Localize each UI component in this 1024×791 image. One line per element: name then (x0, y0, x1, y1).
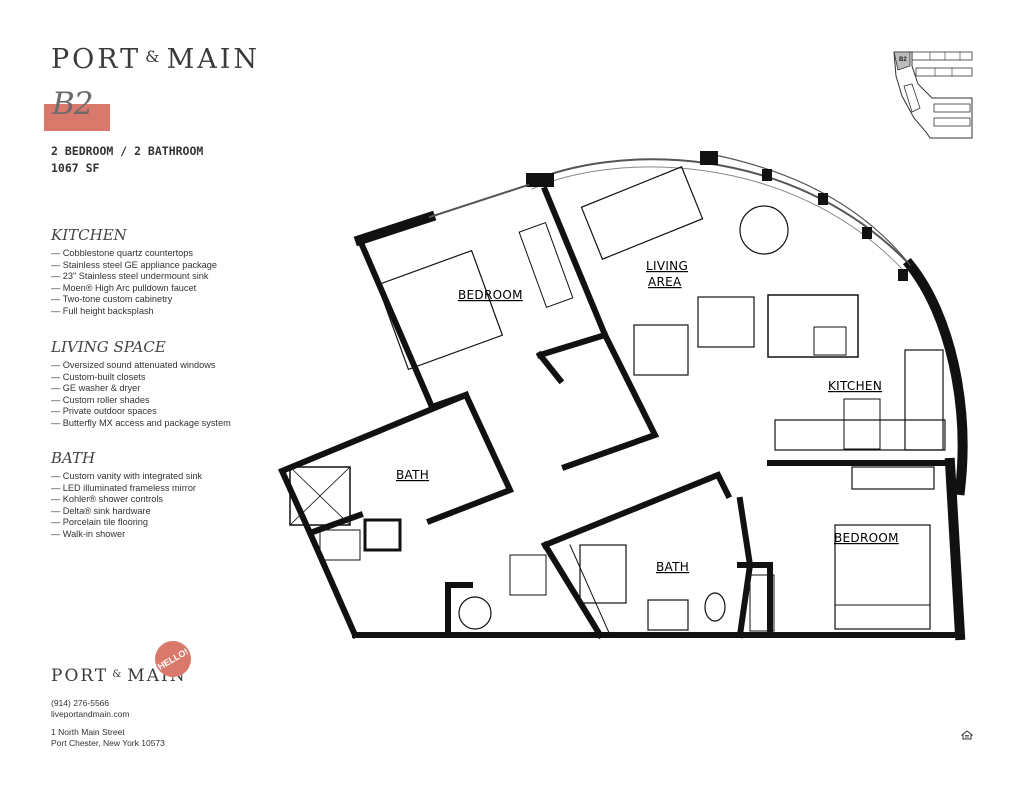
room-label-bath-2: BATH (656, 560, 689, 574)
key-plan-unit-label: B2 (899, 57, 907, 63)
room-label-kitchen: KITCHEN (828, 379, 882, 393)
room-label-bath-1: BATH (396, 468, 429, 482)
feature-item: — GE washer & dryer (51, 383, 141, 394)
section-title: KITCHEN (51, 226, 127, 244)
feature-item: — Stainless steel GE appliance package (51, 259, 217, 270)
unit-code: B2 (52, 86, 94, 122)
room-label-living: LIVING (646, 259, 688, 273)
brand-ampersand: & (145, 47, 163, 67)
floor-plan: BEDROOM LIVING AREA KITCHEN BATH BATH BE… (277, 151, 968, 641)
section-title: BATH (51, 449, 96, 467)
feature-item: — Delta® sink hardware (51, 505, 151, 516)
feature-item: — Cobblestone quartz countertops (51, 248, 193, 258)
feature-item: — Two-tone custom cabinetry (51, 294, 173, 305)
contact-phone[interactable]: (914) 276-5566 (51, 698, 110, 708)
brand-word-port: PORT (51, 44, 142, 75)
unit-summary: 2 BEDROOM / 2 BATHROOM 1067 SF (51, 143, 203, 177)
feature-item: — Custom-built closets (51, 371, 146, 382)
contact-city: Port Chester, New York 10573 (51, 737, 165, 748)
unit-size: 1067 SF (51, 161, 100, 175)
feature-item: — 23" Stainless steel undermount sink (51, 271, 209, 282)
unit-type: 2 BEDROOM / 2 BATHROOM (51, 144, 204, 158)
contact-street: 1 North Main Street (51, 727, 125, 737)
brand-ampersand: & (112, 669, 124, 681)
room-label-area: AREA (648, 275, 682, 289)
features-bath: BATH — Custom vanity with integrated sin… (51, 449, 202, 541)
section-title: LIVING SPACE (51, 338, 166, 356)
brand-logo: PORT&MAIN (51, 44, 260, 75)
contact-website[interactable]: liveportandmain.com (51, 708, 130, 719)
feature-item: — Porcelain tile flooring (51, 517, 149, 528)
feature-item: — Oversized sound attenuated windows (51, 360, 216, 370)
equal-housing-opportunity-icon (961, 730, 973, 740)
brand-word-main: MAIN (166, 44, 261, 75)
unit-badge (44, 104, 110, 131)
room-label-bedroom-1: BEDROOM (458, 288, 523, 302)
feature-item: — Custom vanity with integrated sink (51, 471, 203, 481)
feature-item: — Butterfly MX access and package system (51, 417, 231, 428)
features-kitchen: KITCHEN — Cobblestone quartz countertops… (51, 226, 217, 318)
feature-item: — Moen® High Arc pulldown faucet (51, 282, 197, 293)
room-label-bedroom-2: BEDROOM (834, 531, 899, 545)
exterior-curved-wall (902, 257, 968, 496)
key-plan: B2 (893, 51, 973, 139)
feature-item: — Walk-in shower (51, 528, 126, 539)
brand-word-port: PORT (51, 666, 109, 686)
feature-item: — Full height backsplash (51, 305, 154, 316)
feature-item: — Private outdoor spaces (51, 406, 157, 417)
key-plan-highlight (893, 51, 911, 71)
contact-block: (914) 276-5566 liveportandmain.com 1 Nor… (51, 698, 165, 748)
feature-item: — Kohler® shower controls (51, 494, 163, 505)
feature-item: — LED illuminated frameless mirror (51, 482, 196, 493)
features-living-space: LIVING SPACE — Oversized sound attenuate… (51, 338, 231, 430)
feature-item: — Custom roller shades (51, 394, 150, 405)
